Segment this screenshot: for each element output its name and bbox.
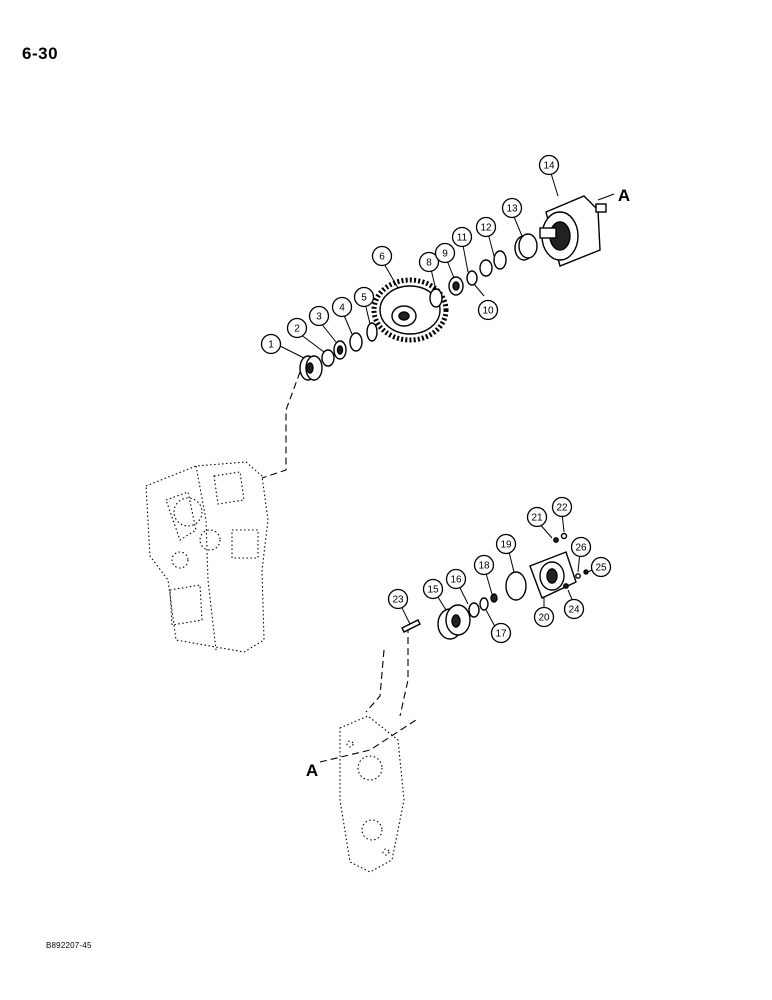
svg-text:25: 25: [595, 563, 607, 574]
clutch-pack-14: [539, 195, 607, 267]
callout-8: 8: [418, 251, 440, 273]
svg-text:3: 3: [316, 312, 322, 323]
svg-text:1: 1: [268, 340, 274, 351]
bearing-15: [437, 604, 471, 640]
ring-16: [468, 602, 480, 618]
gear-6: [371, 277, 449, 343]
bolt-22: [560, 532, 568, 540]
svg-text:20: 20: [538, 613, 550, 624]
bolt-21: [553, 537, 559, 543]
page-number: 6-30: [22, 44, 59, 63]
svg-text:12: 12: [480, 223, 492, 234]
svg-text:15: 15: [427, 585, 439, 596]
fitting-26: [575, 573, 581, 579]
callout-17: 17: [490, 622, 512, 644]
callout-18: 18: [473, 554, 495, 576]
callout-14: 14: [538, 154, 560, 176]
o-ring-19: [505, 571, 527, 601]
alignment-line-lower-b: [365, 649, 385, 713]
figure-code: B892207-45: [46, 941, 92, 950]
callout-20: 20: [533, 606, 555, 628]
svg-text:5: 5: [361, 293, 367, 304]
svg-text:8: 8: [426, 258, 432, 269]
callout-26: 26: [570, 536, 592, 558]
callout-15: 15: [422, 578, 444, 600]
reference-letter-a-lower: A: [306, 761, 318, 780]
callout-3: 3: [308, 305, 330, 327]
bearing-9: [448, 276, 464, 296]
pin-23: [401, 619, 421, 633]
transmission-housing: [145, 461, 269, 653]
callouts: 1 2 3 4 5 6 8 9 10 11 12 13 14 15 16 17 …: [260, 154, 612, 644]
svg-text:2: 2: [294, 324, 300, 335]
svg-text:17: 17: [495, 629, 507, 640]
reference-letter-a-upper: A: [618, 186, 630, 205]
callout-22: 22: [551, 496, 573, 518]
callout-25: 25: [590, 556, 612, 578]
callout-1: 1: [260, 333, 282, 355]
bearing-3: [333, 340, 347, 360]
race-13: [514, 233, 538, 261]
svg-text:6: 6: [379, 252, 385, 263]
callout-16: 16: [445, 568, 467, 590]
callout-19: 19: [495, 533, 517, 555]
svg-text:19: 19: [500, 540, 512, 551]
svg-text:26: 26: [575, 543, 587, 554]
callout-2: 2: [286, 317, 308, 339]
cover-20: [529, 551, 577, 599]
svg-text:24: 24: [568, 605, 580, 616]
fitting-24: [563, 583, 569, 589]
svg-text:21: 21: [531, 513, 543, 524]
callout-13: 13: [501, 197, 523, 219]
alignment-line-upper: [261, 371, 301, 479]
svg-text:18: 18: [478, 561, 490, 572]
washer-2: [321, 349, 335, 367]
callout-10: 10: [477, 299, 499, 321]
svg-text:10: 10: [482, 306, 494, 317]
ring-4: [349, 332, 363, 352]
callout-4: 4: [331, 296, 353, 318]
alignment-line-to-a: [319, 719, 417, 763]
bearing-1: [299, 355, 323, 381]
svg-text:11: 11: [457, 233, 468, 244]
callout-21: 21: [526, 506, 548, 528]
svg-text:9: 9: [442, 249, 448, 260]
fitting-25: [583, 569, 589, 575]
alignment-line-lower-a: [399, 626, 409, 717]
callout-12: 12: [475, 216, 497, 238]
cover-plate: [339, 715, 405, 873]
ring-11: [479, 259, 493, 277]
washer-10: [466, 270, 478, 286]
svg-text:23: 23: [392, 595, 404, 606]
svg-text:13: 13: [506, 204, 518, 215]
svg-text:14: 14: [543, 161, 555, 172]
ring-5: [366, 322, 378, 342]
callout-11: 11: [451, 226, 473, 248]
callout-23: 23: [387, 588, 409, 610]
svg-text:16: 16: [450, 575, 462, 586]
ring-8: [429, 288, 443, 308]
svg-text:22: 22: [556, 503, 568, 514]
callout-9: 9: [434, 242, 456, 264]
ring-17: [479, 597, 489, 611]
callout-5: 5: [353, 286, 375, 308]
ring-12: [493, 250, 507, 270]
svg-text:4: 4: [339, 303, 345, 314]
callout-24: 24: [563, 598, 585, 620]
callout-6: 6: [371, 245, 393, 267]
seal-18: [490, 593, 498, 603]
